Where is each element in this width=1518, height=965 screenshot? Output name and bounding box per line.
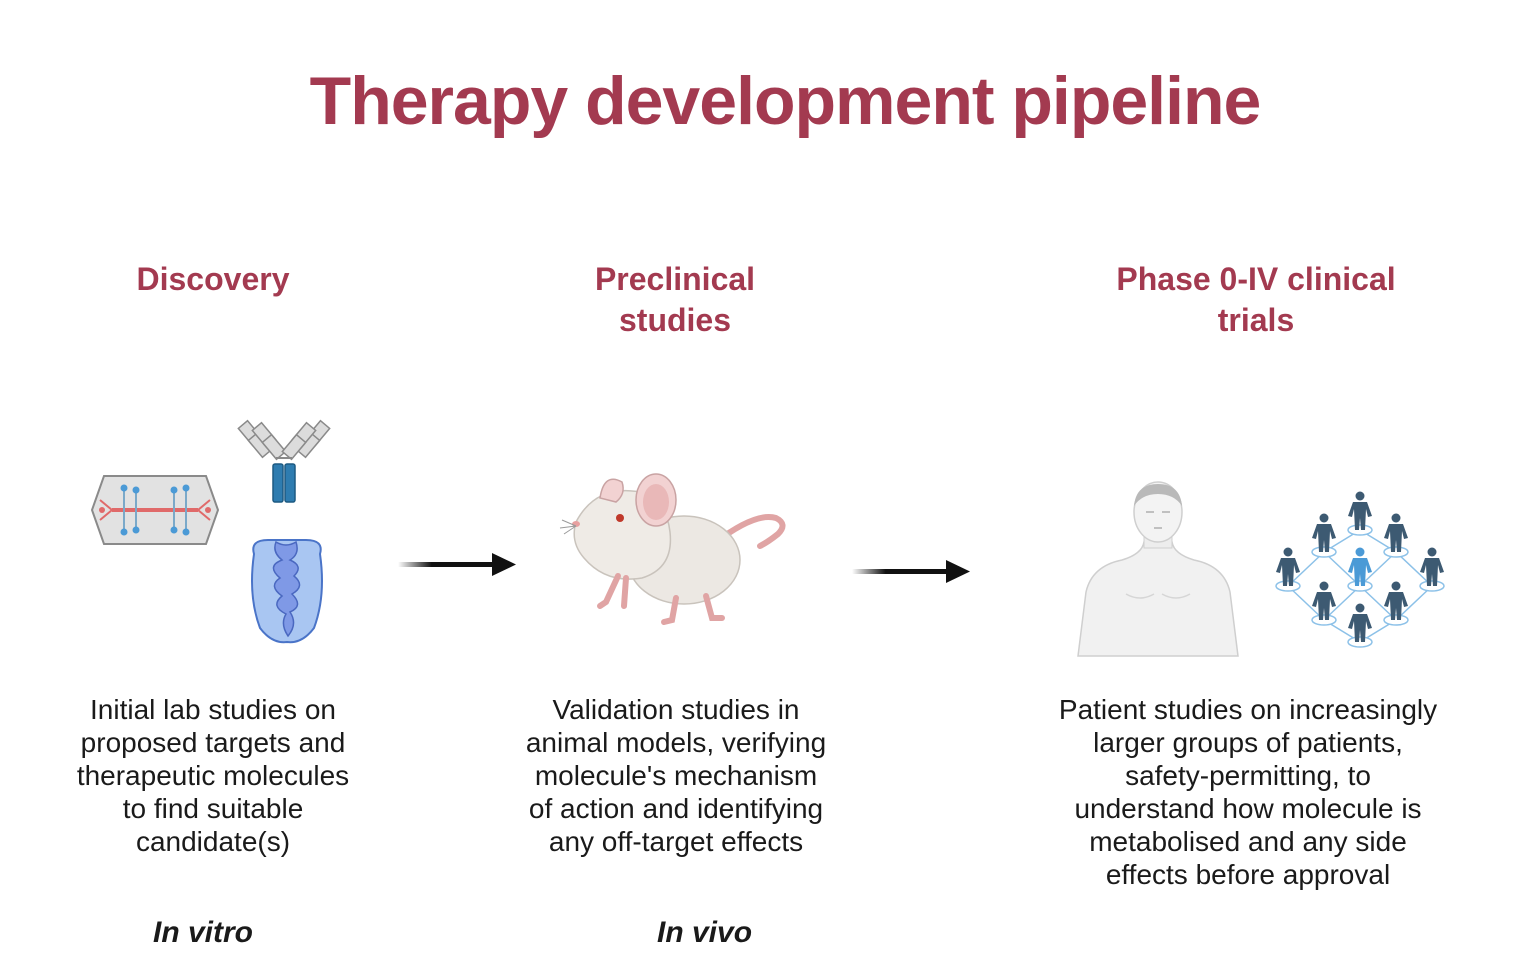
description-line: Validation studies in bbox=[552, 694, 800, 725]
arrow-right-icon bbox=[398, 553, 516, 576]
stage-heading-discovery: Discovery bbox=[63, 259, 363, 300]
network-link bbox=[1395, 551, 1433, 587]
mode-label-in-vivo: In vivo bbox=[657, 916, 753, 949]
description-line: molecule's mechanism bbox=[534, 760, 818, 791]
description-line: animal models, verifying bbox=[525, 727, 827, 758]
antibody-icon bbox=[237, 419, 331, 503]
description-line: candidate(s) bbox=[135, 826, 291, 857]
description-line: larger groups of patients, bbox=[1093, 727, 1403, 758]
description-line: effects before approval bbox=[1105, 859, 1391, 890]
heading-line: Discovery bbox=[136, 261, 290, 297]
description-line: proposed targets and bbox=[80, 727, 346, 758]
network-link bbox=[1287, 585, 1325, 621]
organoid-icon bbox=[251, 539, 323, 644]
person-icon bbox=[1311, 513, 1337, 558]
stage-heading-preclinical: Preclinical studies bbox=[525, 259, 825, 341]
network-link bbox=[1323, 585, 1361, 621]
mode-label-in-vitro: In vitro bbox=[153, 916, 254, 949]
heading-line: Phase 0-IV clinical bbox=[1116, 261, 1396, 297]
person-icon bbox=[1347, 491, 1373, 536]
heading-line: Preclinical bbox=[594, 261, 756, 297]
person-icon bbox=[1311, 581, 1337, 626]
person-icon bbox=[1383, 581, 1409, 626]
description-line: Patient studies on increasingly bbox=[1058, 694, 1438, 725]
stage-heading-clinical: Phase 0-IV clinical trials bbox=[1056, 259, 1456, 341]
description-line: to find suitable bbox=[122, 793, 304, 824]
person-icon bbox=[1419, 547, 1445, 592]
patient-network-icon bbox=[1275, 491, 1445, 648]
human-body-icon bbox=[1077, 481, 1239, 657]
network-link bbox=[1359, 585, 1397, 621]
description-line: therapeutic molecules bbox=[76, 760, 350, 791]
heading-line: trials bbox=[1217, 302, 1295, 338]
network-link bbox=[1395, 585, 1433, 621]
description-line: metabolised and any side bbox=[1089, 826, 1407, 857]
stage-description-preclinical: Validation studies in animal models, ver… bbox=[486, 693, 866, 858]
person-icon bbox=[1275, 547, 1301, 592]
person-icon bbox=[1347, 547, 1373, 592]
description-line: understand how molecule is bbox=[1074, 793, 1422, 824]
stage-description-clinical: Patient studies on increasingly larger g… bbox=[1018, 693, 1478, 891]
network-link bbox=[1323, 551, 1361, 587]
person-icon bbox=[1383, 513, 1409, 558]
description-line: safety-permitting, to bbox=[1125, 760, 1371, 791]
stage-description-discovery: Initial lab studies on proposed targets … bbox=[38, 693, 388, 858]
description-line: Initial lab studies on bbox=[90, 694, 336, 725]
mouse-icon bbox=[559, 473, 786, 625]
network-link bbox=[1287, 551, 1325, 587]
description-line: of action and identifying bbox=[528, 793, 824, 824]
arrow-right-icon bbox=[852, 560, 970, 583]
heading-line: studies bbox=[618, 302, 732, 338]
page-title: Therapy development pipeline bbox=[309, 63, 1262, 139]
person-icon bbox=[1347, 603, 1373, 648]
description-line: any off-target effects bbox=[548, 826, 804, 857]
network-link bbox=[1359, 551, 1397, 587]
organ-on-chip-icon bbox=[90, 475, 220, 545]
